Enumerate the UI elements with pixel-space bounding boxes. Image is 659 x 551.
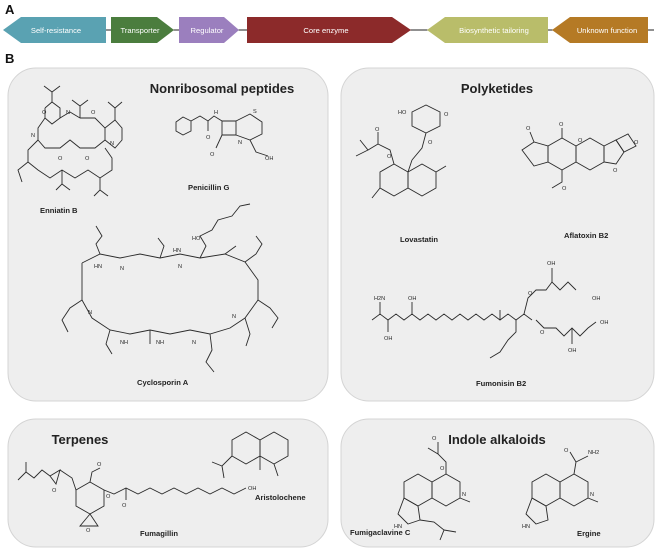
atom-o: O [634, 140, 639, 146]
atom-n: N [192, 340, 196, 346]
atom-n: N [590, 492, 594, 498]
atom-n: N [88, 310, 92, 316]
group-title-polyketides: Polyketides [461, 81, 533, 96]
atom-ho: HO [398, 110, 407, 116]
atom-o: O [210, 152, 215, 158]
atom-oh: OH [568, 348, 576, 354]
group-box-nonribosomal-peptides [7, 67, 329, 402]
group-title-indole-alkaloids: Indole alkaloids [448, 432, 546, 447]
atom-n: N [110, 141, 114, 147]
atom-o: O [440, 466, 445, 472]
structure-fumigaclavine-c: O O HN N Fumigaclavine C [350, 436, 471, 541]
compound-label-fumonisin-b2: Fumonisin B2 [476, 379, 526, 388]
atom-o: O [387, 154, 392, 160]
atom-s: S [253, 109, 257, 115]
gene-label-transporter: Transporter [121, 26, 160, 35]
atom-o: O [42, 110, 47, 116]
atom-oh: OH [592, 296, 600, 302]
panel-letter-a: A [5, 2, 15, 17]
atom-oh: OH [408, 296, 416, 302]
gene-label-biosynthetic-tailoring: Biosynthetic tailoring [459, 26, 529, 35]
atom-oh: OH [600, 320, 608, 326]
compound-label-fumigaclavine-c: Fumigaclavine C [350, 528, 411, 537]
atom-o: O [526, 126, 531, 132]
structure-lovastatin: HO O O O O Lovastatin [355, 104, 449, 244]
atom-oh: OH [547, 261, 555, 267]
structure-fumagillin: O O O OH O O Fumagillin [17, 462, 256, 538]
gene-regulator: Regulator [179, 17, 239, 43]
structure-fumonisin-b2: H2N OH OH O OH OH O OH OH Fumonisin B2 [371, 261, 608, 388]
group-box-terpenes [7, 418, 329, 548]
atom-o: O [52, 488, 57, 494]
atom-o: O [613, 168, 618, 174]
structure-enniatin-b: O N O N N O O Enniatin B [17, 85, 123, 215]
atom-hn: HN [94, 264, 102, 270]
atom-oh: OH [248, 486, 256, 492]
structure-penicillin-g: O H S N O OH Penicillin G [175, 109, 273, 192]
gene-label-regulator: Regulator [191, 26, 224, 35]
atom-hn: HN [394, 524, 402, 530]
atom-oh: OH [265, 156, 273, 162]
atom-o: O [97, 462, 102, 468]
atom-o: O [540, 330, 545, 336]
gene-core-enzyme: Core enzyme [247, 17, 411, 43]
structure-aflatoxin-b2: O O O O O O Aflatoxin B2 [521, 122, 639, 240]
gene-label-core-enzyme: Core enzyme [303, 26, 348, 35]
compound-label-cyclosporin-a: Cyclosporin A [137, 378, 189, 387]
atom-o: O [428, 140, 433, 146]
group-title-terpenes: Terpenes [52, 432, 109, 447]
compound-label-lovastatin: Lovastatin [400, 235, 438, 244]
atom-nh2: NH2 [588, 450, 599, 456]
atom-n: N [120, 266, 124, 272]
gene-biosynthetic-tailoring: Biosynthetic tailoring [427, 17, 548, 43]
gene-label-unknown-function: Unknown function [577, 26, 637, 35]
atom-o: O [432, 436, 437, 442]
atom-h: H [214, 110, 218, 116]
atom-nh: NH [156, 340, 164, 346]
compound-label-enniatin-b: Enniatin B [40, 206, 78, 215]
gene-unknown-function: Unknown function [552, 17, 648, 43]
atom-n: N [232, 314, 236, 320]
atom-n: N [462, 492, 466, 498]
atom-o: O [206, 135, 211, 141]
atom-o: O [564, 448, 569, 454]
compound-label-aflatoxin-b2: Aflatoxin B2 [564, 231, 608, 240]
gene-transporter: Transporter [111, 17, 174, 43]
structure-ergine: O NH2 HN N Ergine [522, 448, 601, 538]
structure-cyclosporin-a: N N HO HN HN N NH NH N N Cyclosporin A [61, 203, 279, 387]
gene-label-self-resistance: Self-resistance [31, 26, 81, 35]
atom-oh: OH [384, 336, 392, 342]
atom-ho: HO [192, 236, 201, 242]
atom-nh: NH [120, 340, 128, 346]
structure-aristolochene: Aristolochene [211, 431, 306, 502]
atom-n: N [178, 264, 182, 270]
atom-o: O [375, 127, 380, 133]
atom-h2n: H2N [374, 296, 385, 302]
gene-self-resistance: Self-resistance [3, 17, 106, 43]
atom-n: N [66, 110, 70, 116]
atom-o: O [578, 138, 583, 144]
atom-n: N [238, 140, 242, 146]
compound-label-aristolochene: Aristolochene [255, 493, 306, 502]
atom-o: O [91, 110, 96, 116]
compound-label-ergine: Ergine [577, 529, 601, 538]
atom-o: O [85, 156, 90, 162]
compound-label-penicillin-g: Penicillin G [188, 183, 229, 192]
atom-hn: HN [173, 248, 181, 254]
atom-o: O [122, 503, 127, 509]
atom-o: O [58, 156, 63, 162]
atom-o: O [562, 186, 567, 192]
atom-o: O [559, 122, 564, 128]
atom-n: N [31, 133, 35, 139]
compound-label-fumagillin: Fumagillin [140, 529, 178, 538]
atom-o: O [444, 112, 449, 118]
atom-o: O [106, 494, 111, 500]
atom-o: O [86, 528, 91, 534]
group-title-nonribosomal-peptides: Nonribosomal peptides [150, 81, 294, 96]
panel-letter-b: B [5, 51, 14, 66]
atom-hn: HN [522, 524, 530, 530]
atom-o: O [528, 291, 533, 297]
